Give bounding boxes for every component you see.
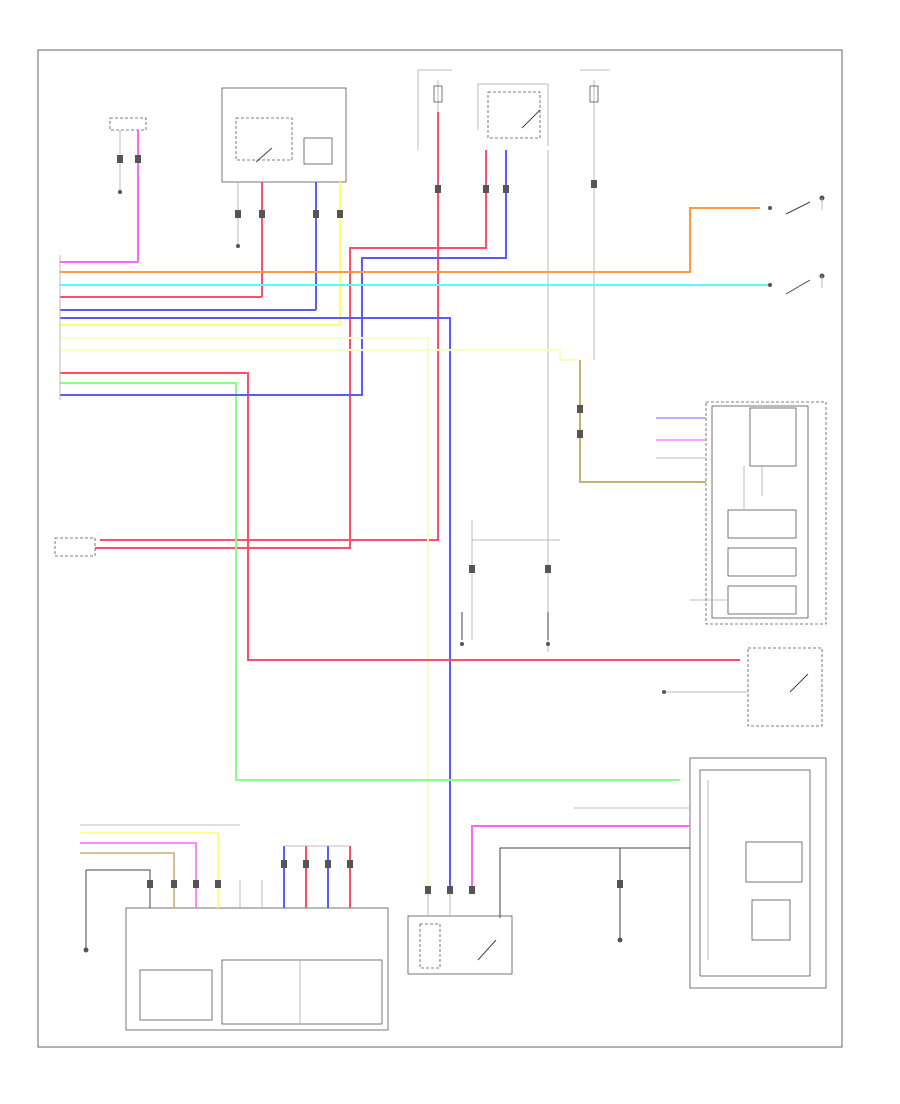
door-switches	[460, 520, 560, 646]
fuse-b	[589, 85, 599, 103]
power-window-master-switch	[125, 907, 389, 1031]
top-relay	[487, 91, 541, 139]
control-unit-inner	[711, 405, 809, 619]
under-dash-fuse-box-outline	[221, 87, 347, 183]
right-top-switch-2	[768, 273, 825, 295]
master-switch-outline	[125, 907, 389, 1031]
right-top-switch-1	[768, 195, 825, 215]
under-dash-fuse-box	[221, 87, 347, 325]
window-switch	[662, 647, 823, 727]
top-left-switch-box	[109, 117, 147, 131]
front-passenger-window-switch	[407, 890, 513, 975]
top-left-switch-group	[109, 117, 147, 262]
fuse-block	[303, 137, 333, 165]
diagram-frame	[37, 49, 843, 1048]
top-center-fuses	[417, 69, 610, 652]
front-passenger-power-window-motor	[574, 757, 827, 989]
fuse-a	[433, 85, 443, 103]
passenger-switch-outline	[407, 915, 513, 975]
relay-outline	[235, 117, 293, 161]
window-switch-outline	[747, 647, 823, 727]
control-unit-outline	[705, 401, 827, 625]
motor-unit-outline	[689, 757, 827, 989]
power-window-control-unit	[690, 401, 827, 625]
left-mid-component	[54, 537, 96, 557]
